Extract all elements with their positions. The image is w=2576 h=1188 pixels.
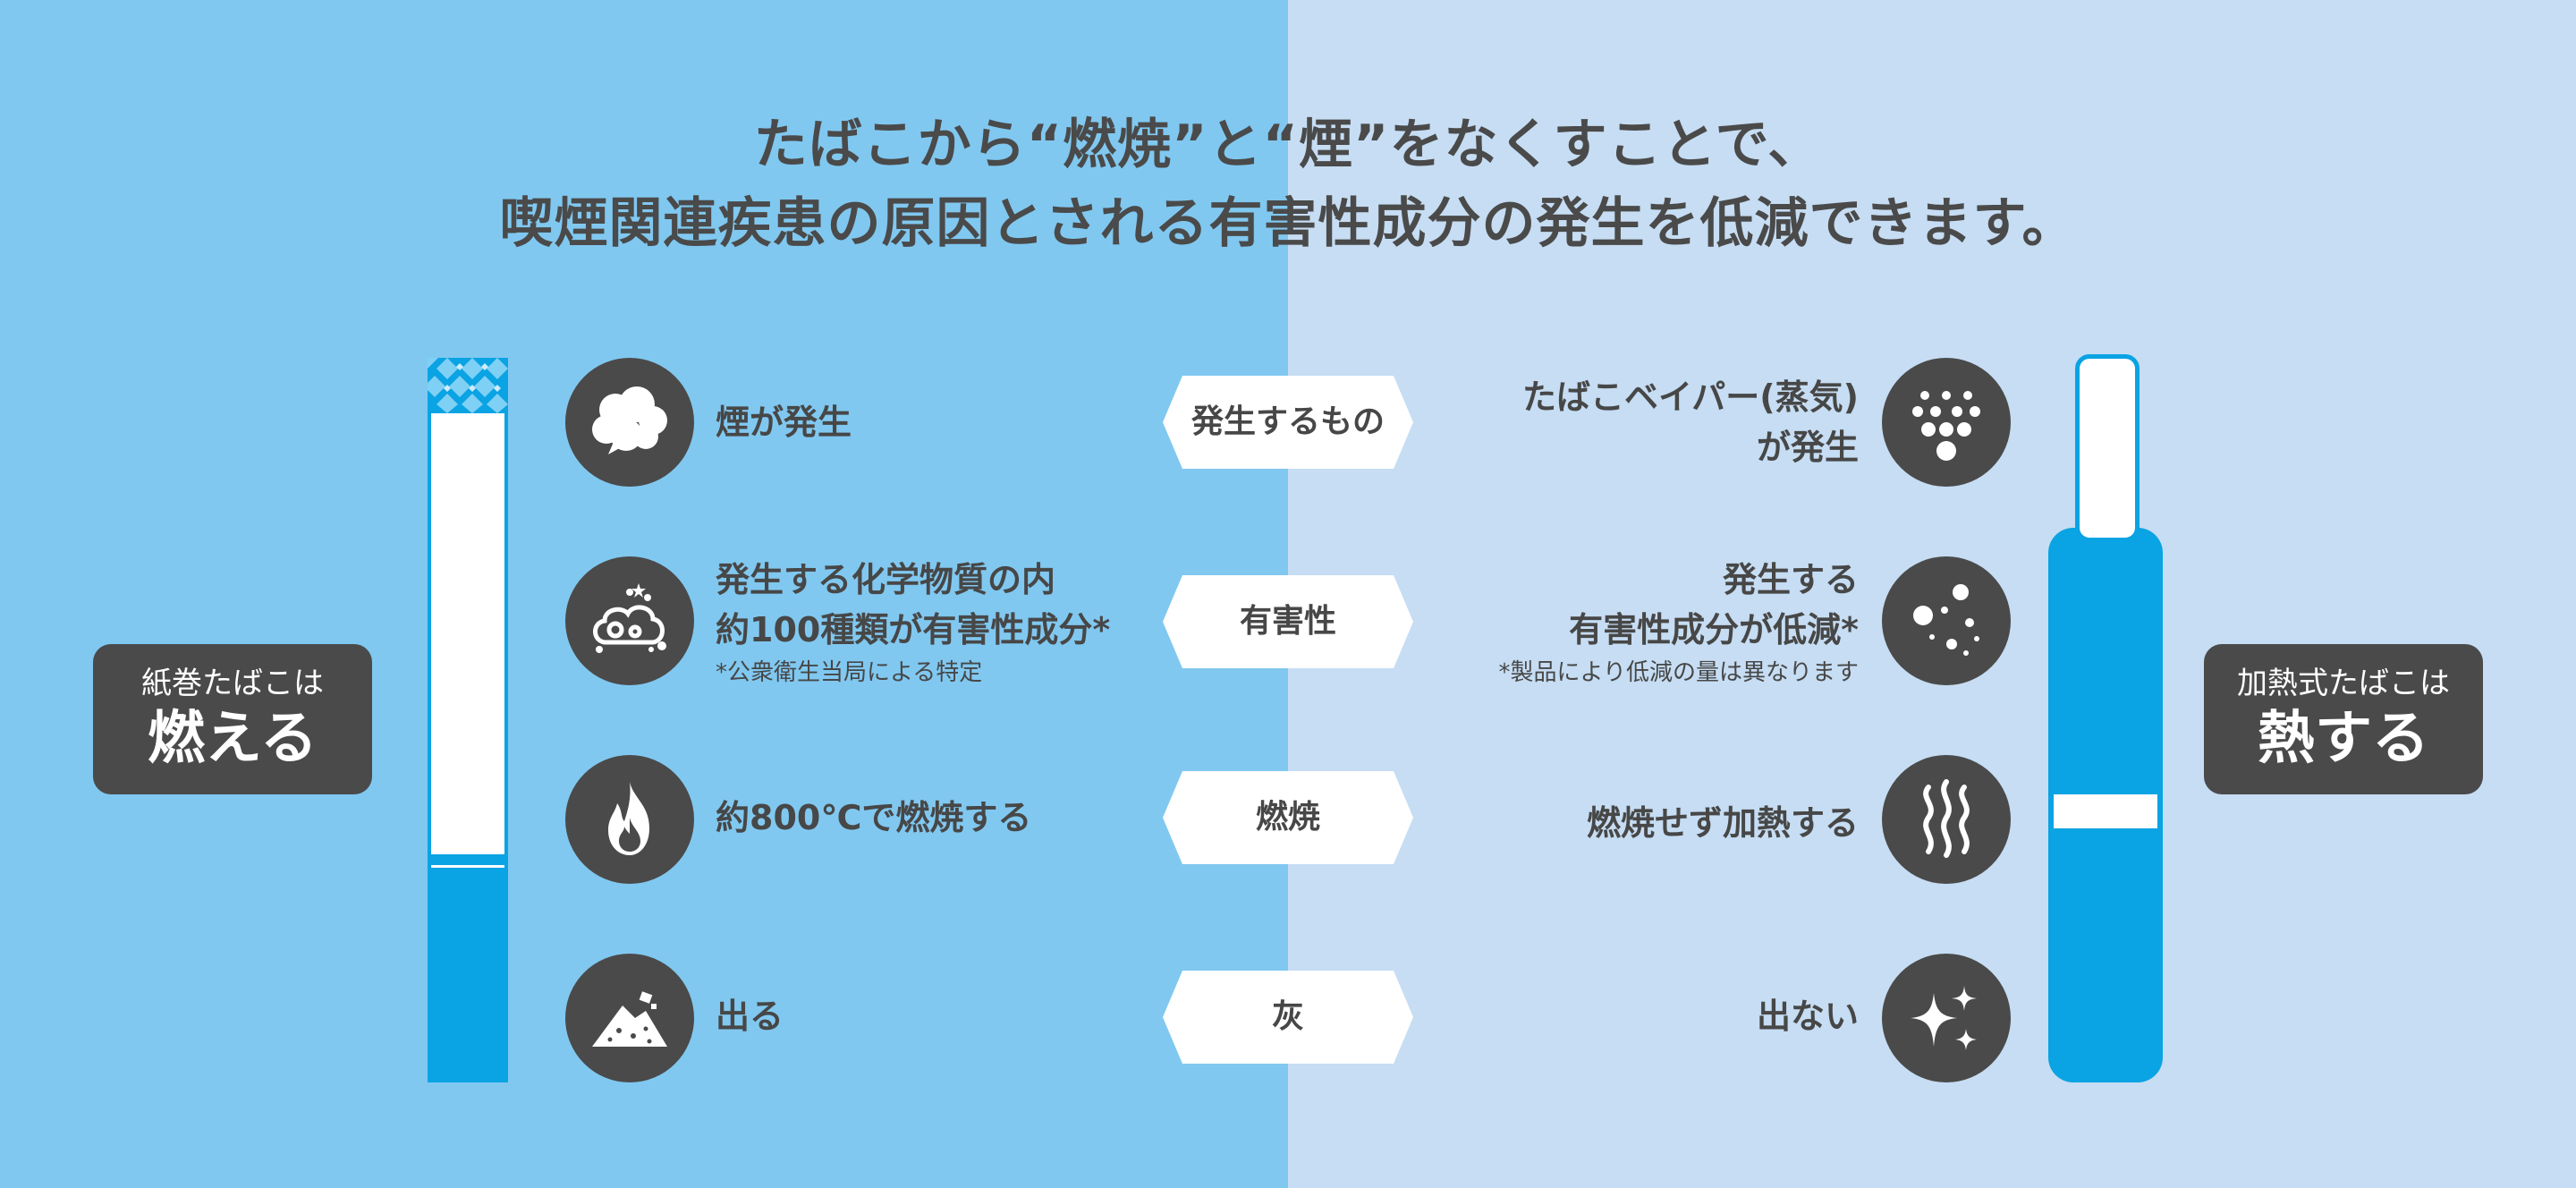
category-label: 有害性 xyxy=(1239,603,1336,640)
stick-tip xyxy=(2075,354,2140,542)
right-harmful-text: 発生する 有害性成分が低減* *製品により低減の量は異なります xyxy=(1499,555,1859,691)
text-line: 有害性成分が低減* xyxy=(1569,610,1859,649)
headline: たばこから“燃焼”と“煙”をなくすことで、 喫煙関連疾患の原因とされる有害性成分… xyxy=(0,106,2576,263)
category-ash: 灰 xyxy=(1163,971,1413,1064)
sparkle-icon xyxy=(1882,954,2011,1082)
paper-cigarette-badge: 紙巻たばこは 燃える xyxy=(93,644,372,794)
text-line: たばこベイパー(蒸気) xyxy=(1522,378,1859,417)
text-line: 出ない xyxy=(1756,997,1859,1036)
headline-line-2: 喫煙関連疾患の原因とされる有害性成分の発生を低減できます。 xyxy=(499,192,2077,255)
ash-pile-icon xyxy=(565,954,694,1082)
badge-right-title: 熱する xyxy=(2258,706,2429,772)
right-emission-text: たばこベイパー(蒸気) が発生 xyxy=(1522,372,1859,472)
hexagon-shape xyxy=(1163,376,1413,469)
category-label: 燃焼 xyxy=(1255,799,1320,836)
badge-left-caption: 紙巻たばこは xyxy=(141,666,324,701)
hexagon-shape xyxy=(1163,971,1413,1064)
text-line: 燃焼せず加熱する xyxy=(1586,803,1859,843)
text-line: 出る xyxy=(716,997,784,1036)
reduced-particles-icon xyxy=(1882,556,2011,685)
left-emission-text: 煙が発生 xyxy=(716,397,852,447)
cigarette-filter xyxy=(428,868,508,1082)
footnote: *公衆衛生当局による特定 xyxy=(716,659,983,686)
right-combustion-text: 燃焼せず加熱する xyxy=(1587,798,1859,848)
cigarette-illustration xyxy=(428,358,508,1082)
headline-line-1: たばこから“燃焼”と“煙”をなくすことで、 xyxy=(753,114,1823,176)
text-line: 発生する化学物質の内 xyxy=(716,560,1056,599)
flame-icon xyxy=(565,755,694,884)
stick-band xyxy=(2054,794,2157,828)
text-line: 発生する xyxy=(1722,560,1859,599)
text-line: 煙が発生 xyxy=(716,403,852,442)
left-ash-text: 出る xyxy=(716,991,784,1041)
heated-tobacco-badge: 加熱式たばこは 熱する xyxy=(2204,644,2483,794)
burning-tip-icon xyxy=(428,358,508,413)
left-combustion-text: 約800℃で燃焼する xyxy=(716,793,1031,843)
right-ash-text: 出ない xyxy=(1757,991,1859,1041)
text-line: 約800℃で燃焼する xyxy=(716,798,1032,837)
category-label: 発生するもの xyxy=(1191,403,1385,440)
badge-left-title: 燃える xyxy=(147,706,318,772)
chemicals-icon xyxy=(565,556,694,685)
text-line: が発生 xyxy=(1756,428,1859,467)
hexagon-shape xyxy=(1163,771,1413,864)
smoke-cloud-icon xyxy=(565,358,694,487)
heat-waves-icon xyxy=(1882,755,2011,884)
hexagon-shape xyxy=(1163,575,1413,668)
category-harmfulness: 有害性 xyxy=(1163,575,1413,668)
category-label: 灰 xyxy=(1271,998,1304,1035)
text-line: 約100種類が有害性成分* xyxy=(716,610,1111,649)
cigarette-ring xyxy=(428,854,508,865)
category-emission: 発生するもの xyxy=(1163,376,1413,469)
footnote: *製品により低減の量は異なります xyxy=(1498,659,1859,686)
category-combustion: 燃焼 xyxy=(1163,771,1413,864)
left-harmful-text: 発生する化学物質の内 約100種類が有害性成分* *公衆衛生当局による特定 xyxy=(716,555,1110,691)
vapor-dots-icon xyxy=(1882,358,2011,487)
badge-right-caption: 加熱式たばこは xyxy=(2237,666,2450,701)
